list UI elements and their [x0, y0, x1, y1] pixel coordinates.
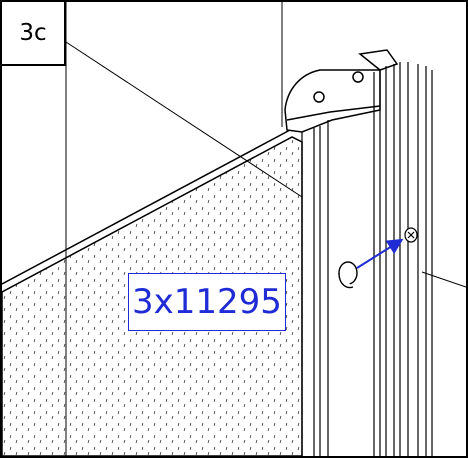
cover-cap-part	[338, 261, 358, 289]
hinge-cap	[284, 49, 399, 133]
cap-screw-right	[352, 71, 364, 83]
vertical-profile	[301, 62, 433, 456]
profile-screw-hole	[404, 227, 418, 243]
cap-screw-left	[313, 91, 325, 103]
step-label: 3c	[2, 2, 66, 66]
part-number-label: 3x11295	[128, 273, 286, 331]
insertion-arrow	[356, 238, 404, 269]
